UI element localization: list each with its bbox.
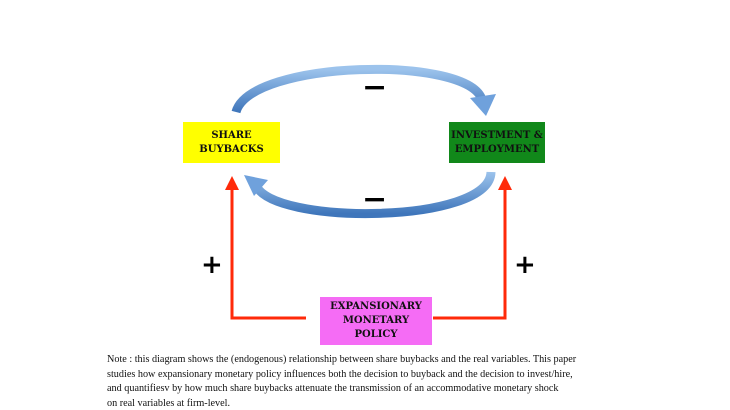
arrow-buybacks-to-investment (231, 64, 496, 116)
arrow-policy-to-investment (433, 176, 512, 320)
investment-employment-node: INVESTMENT & EMPLOYMENT (449, 122, 545, 163)
minus-sign-bottom: − (362, 182, 388, 217)
note-line: and quantifiesv by how much share buybac… (107, 383, 559, 394)
monetary-policy-node: EXPANSIONARY MONETARY POLICY (320, 297, 432, 345)
plus-sign-right: + (514, 250, 536, 280)
note-line: Note : this diagram shows the (endogenou… (107, 354, 577, 365)
minus-sign-top: − (362, 70, 388, 105)
share-buybacks-node: SHARE BUYBACKS (183, 122, 280, 163)
plus-sign-left: + (201, 250, 223, 280)
arrow-investment-to-buybacks (244, 171, 496, 218)
arrow-policy-to-buybacks (225, 176, 306, 320)
diagram-note: Note : this diagram shows the (endogenou… (107, 353, 627, 410)
note-line: studies how expansionary monetary policy… (107, 368, 573, 380)
note-line: on real variables at firm-level. (107, 397, 231, 409)
